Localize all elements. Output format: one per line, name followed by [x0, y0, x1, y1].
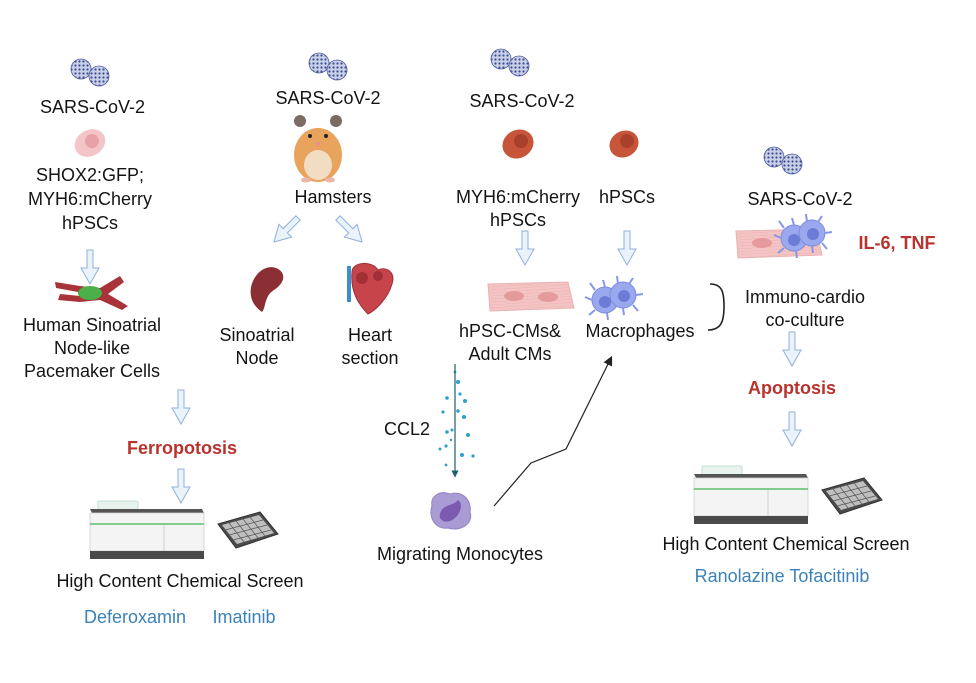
ccl2-label: CCL2 [383, 419, 431, 439]
imaging-instrument-icon-p1 [89, 500, 205, 560]
cell-left-label-line2: hPSCs [489, 210, 547, 230]
virus-label-p4: SARS-CoV-2 [747, 189, 853, 209]
cell-label-p1-line1: SHOX2:GFP; [35, 165, 145, 185]
virus-label-p2: SARS-CoV-2 [275, 88, 381, 108]
cell-left-label-line1: MYH6:mCherry [455, 187, 580, 207]
cell-right-label: hPSCs [598, 187, 656, 207]
well-plate-icon-p1 [217, 511, 279, 549]
macrophages-label: Macrophages [585, 321, 695, 341]
virus-icon-p4 [763, 146, 803, 175]
down-arrow-p1c [171, 468, 191, 504]
drug-imatinib: Imatinib [212, 607, 276, 627]
coculture-label-line2: co-culture [765, 310, 845, 330]
virus-label-p3: SARS-CoV-2 [469, 91, 575, 111]
virus-icon-p2 [308, 52, 348, 81]
drug-deferoxamin: Deferoxamin [83, 607, 187, 627]
cell-label-p1-line2: MYH6:mCherry [27, 189, 152, 209]
macrophage-icon [584, 275, 644, 321]
down-arrow-p3a [515, 230, 535, 266]
virus-icon-p1 [70, 58, 110, 87]
heart-section-label-line1: Heart [347, 325, 392, 345]
hamster-icon [294, 115, 342, 183]
outcome-ferroptosis: Ferropotosis [126, 438, 237, 458]
screen-label-p1: High Content Chemical Screen [56, 571, 304, 591]
bracket [707, 283, 725, 331]
ccl2-gradient [438, 370, 475, 467]
hpsc-cell-icon-p3b [609, 130, 639, 158]
sa-node-label-line1: Sinoatrial [219, 325, 295, 345]
drugs-label-p4: Ranolazine Tofacitinib [694, 566, 870, 586]
well-plate-icon-p4 [821, 477, 883, 515]
screen-label-p4: High Content Chemical Screen [662, 534, 910, 554]
sinoatrial-node-icon [250, 267, 284, 312]
monocyte-icon [430, 492, 472, 530]
derived-left-label-line2: Adult CMs [468, 344, 552, 364]
coculture-label-line1: Immuno-cardio [744, 287, 866, 307]
virus-label-p1: SARS-CoV-2 [40, 97, 146, 117]
hpsc-cell-icon-p1 [74, 129, 106, 157]
pacemaker-cell-icon [55, 276, 128, 310]
imaging-instrument-icon-p4 [693, 465, 809, 525]
cardiomyocyte-icon [487, 281, 575, 312]
derived-label-p1-line2: Node-like [53, 338, 131, 358]
diagonal-arrow-right [331, 211, 369, 249]
derived-left-label-line1: hPSC-CMs& [458, 321, 561, 341]
down-arrow-p4b [782, 411, 802, 447]
heart-section-label-line2: section [341, 348, 399, 368]
diagonal-arrow-left [267, 211, 305, 249]
sa-node-label-line2: Node [235, 348, 279, 368]
down-arrow-p1a [80, 249, 100, 285]
hpsc-cell-icon-p3a [502, 129, 534, 159]
monocyte-label: Migrating Monocytes [376, 544, 544, 564]
derived-label-p1-line1: Human Sinoatrial [22, 315, 162, 335]
down-arrow-p4a [782, 331, 802, 367]
down-arrow-p1b [171, 389, 191, 425]
migration-arrow [493, 355, 613, 507]
cell-label-p1-line3: hPSCs [61, 213, 119, 233]
virus-icon-p3 [490, 48, 530, 77]
model-label-hamsters: Hamsters [294, 187, 372, 207]
down-arrow-p3b [617, 230, 637, 266]
heart-section-icon [347, 263, 394, 315]
cytokines-label: IL-6, TNF [858, 233, 936, 253]
derived-label-p1-line3: Pacemaker Cells [23, 361, 161, 381]
outcome-apoptosis: Apoptosis [748, 378, 836, 398]
